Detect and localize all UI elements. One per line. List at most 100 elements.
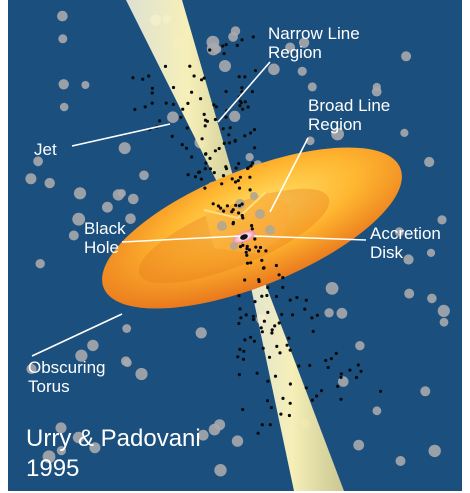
- narrow-line-cloud: [400, 129, 408, 137]
- image-credit: Urry & Padovani 1995: [26, 424, 201, 484]
- narrow-line-cloud: [128, 194, 139, 205]
- dust-dot: [151, 102, 154, 105]
- dust-dot: [339, 376, 342, 379]
- dust-dot: [225, 43, 228, 46]
- dust-dot: [253, 237, 256, 240]
- dust-dot: [289, 402, 292, 405]
- dust-dot: [256, 372, 259, 375]
- narrow-line-cloud: [81, 81, 89, 89]
- dust-dot: [260, 326, 263, 329]
- dust-dot: [305, 386, 308, 389]
- dust-dot: [236, 44, 239, 47]
- dust-dot: [172, 86, 175, 89]
- agn-diagram: Narrow Line Region Broad Line Region Jet…: [8, 0, 462, 491]
- narrow-line-cloud: [69, 231, 79, 241]
- dust-dot: [249, 164, 252, 167]
- dust-dot: [249, 188, 252, 191]
- dust-dot: [241, 214, 244, 217]
- leader-obscuring-torus: [32, 314, 122, 356]
- dust-dot: [144, 105, 147, 108]
- dust-dot: [279, 413, 282, 416]
- dust-dot: [190, 91, 193, 94]
- dust-dot: [242, 350, 245, 353]
- dust-dot: [252, 315, 255, 318]
- dust-dot: [206, 120, 209, 123]
- dust-dot: [243, 338, 246, 341]
- narrow-line-cloud: [60, 103, 69, 112]
- dust-dot: [218, 147, 221, 150]
- narrow-line-cloud: [228, 32, 238, 42]
- dust-dot: [357, 363, 360, 366]
- dust-dot: [339, 398, 342, 401]
- dust-dot: [278, 321, 281, 324]
- dust-dot: [190, 155, 193, 158]
- narrow-line-cloud: [219, 60, 231, 72]
- dust-dot: [260, 295, 263, 298]
- credit-year: 1995: [26, 454, 201, 484]
- dust-dot: [247, 166, 250, 169]
- dust-dot: [151, 91, 154, 94]
- dust-dot: [266, 380, 269, 383]
- narrow-line-cloud: [36, 259, 45, 268]
- dust-dot: [316, 314, 319, 317]
- dust-dot: [238, 373, 241, 376]
- dust-dot: [240, 86, 243, 89]
- dust-dot: [241, 244, 244, 247]
- dust-dot: [257, 432, 260, 435]
- dust-dot: [281, 276, 284, 279]
- dust-dot: [248, 176, 251, 179]
- dust-dot: [200, 178, 203, 181]
- dust-dot: [158, 119, 161, 122]
- dust-dot: [281, 397, 284, 400]
- dust-dot: [214, 149, 217, 152]
- dust-dot: [208, 157, 211, 160]
- narrow-line-cloud: [229, 111, 240, 122]
- dust-dot: [315, 394, 318, 397]
- dust-dot: [238, 75, 241, 78]
- dust-dot: [288, 414, 291, 417]
- credit-authors: Urry & Padovani: [26, 424, 201, 454]
- narrow-line-cloud: [135, 368, 147, 380]
- dust-dot: [312, 330, 315, 333]
- dust-dot: [239, 316, 242, 319]
- dust-dot: [131, 76, 134, 79]
- dust-dot: [226, 204, 229, 207]
- dust-dot: [229, 126, 232, 129]
- narrow-line-cloud: [427, 294, 437, 304]
- narrow-line-cloud: [308, 82, 317, 91]
- narrow-line-cloud: [118, 189, 126, 197]
- narrow-line-cloud: [424, 157, 434, 167]
- narrow-line-cloud: [214, 464, 226, 476]
- dust-dot: [243, 134, 246, 137]
- dust-dot: [244, 100, 247, 103]
- dust-dot: [359, 370, 362, 373]
- dust-dot: [265, 294, 268, 297]
- dust-dot: [204, 162, 207, 165]
- narrow-line-cloud: [337, 308, 348, 319]
- dust-dot: [355, 376, 358, 379]
- dust-dot: [327, 366, 330, 369]
- narrow-line-cloud: [122, 324, 131, 333]
- dust-dot: [204, 167, 207, 170]
- dust-dot: [237, 179, 240, 182]
- dust-dot: [208, 48, 211, 51]
- dust-dot: [252, 318, 255, 321]
- dust-dot: [262, 266, 265, 269]
- dust-dot: [213, 171, 216, 174]
- dust-dot: [249, 336, 252, 339]
- dust-dot: [238, 104, 241, 107]
- dust-dot: [242, 358, 245, 361]
- narrow-line-cloud: [373, 406, 382, 415]
- dust-dot: [254, 246, 257, 249]
- dust-dot: [253, 128, 256, 131]
- dust-dot: [188, 65, 191, 68]
- dust-dot: [238, 204, 241, 207]
- dust-dot: [253, 300, 256, 303]
- dust-dot: [245, 251, 248, 254]
- dust-dot: [286, 344, 289, 347]
- dust-dot: [379, 390, 382, 393]
- dust-dot: [262, 347, 265, 350]
- narrow-line-cloud: [232, 435, 243, 446]
- dust-dot: [260, 259, 263, 262]
- label-accretion-disk: Accretion Disk: [370, 224, 441, 262]
